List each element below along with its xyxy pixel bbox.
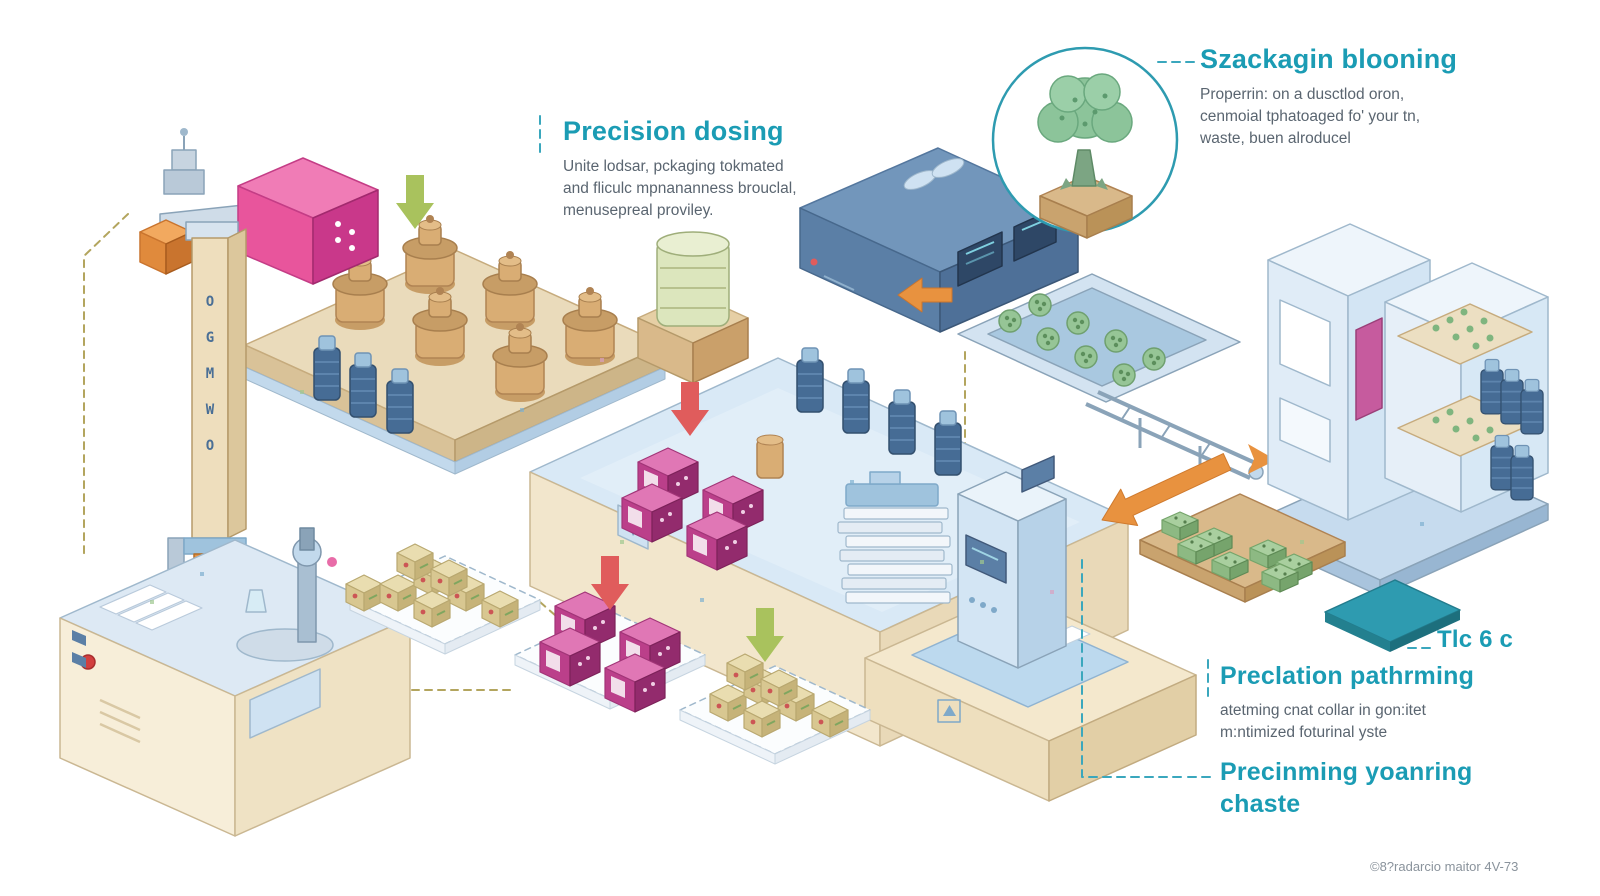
annotation-title-line2: chaste — [1220, 790, 1301, 818]
carton-stack-platform-1 — [345, 543, 541, 655]
carton-stack-platform-2 — [679, 608, 871, 765]
magenta-pack-group-1 — [621, 382, 784, 571]
annotation-precision-dosing: Precision dosing Unite lodsar, pckaging … — [563, 116, 797, 222]
orange-flow-arrow — [1101, 453, 1232, 526]
column-letter: O — [206, 438, 214, 454]
conveyor-rail — [1085, 390, 1276, 480]
column-letter: W — [206, 402, 215, 418]
annotation-title: Szackagin blooning — [1200, 44, 1458, 74]
monitor — [1021, 455, 1055, 493]
footer-credit: ©8?radarcio maitor 4V-73 — [1370, 859, 1519, 874]
robot-arm-machine: O G M W O — [139, 128, 379, 629]
annotation-desc: Properrin: on a dusctlod oron, cenmoial … — [1200, 86, 1421, 147]
machine-window — [1279, 397, 1331, 463]
annotation-szackagin-blooning: Szackagin blooning Properrin: on a dusct… — [1200, 44, 1457, 150]
annotation-tlc: Tlc 6 c — [1437, 626, 1514, 653]
dosing-jar — [482, 250, 538, 331]
tree-badge — [991, 46, 1179, 239]
blue-bottle — [934, 410, 962, 476]
annotation-precinming: Precinming yoanring chaste — [1220, 756, 1472, 820]
robot-column — [191, 237, 229, 539]
dashed-teal-connectors — [539, 61, 1435, 778]
blue-bottle — [842, 368, 870, 434]
machine-window — [1279, 299, 1331, 387]
annotation-title: Preclation pathrming — [1220, 662, 1475, 690]
orange-arrowhead — [1248, 444, 1276, 474]
microscope-stand — [297, 557, 317, 643]
teal-panel — [1324, 579, 1461, 652]
jar-filling-platform — [244, 175, 666, 475]
tree-trunk — [1071, 149, 1097, 187]
magenta-pack-group-2 — [514, 556, 706, 713]
surface-specks — [150, 358, 1424, 604]
column-letter: O — [206, 294, 214, 310]
column-letter: G — [206, 330, 214, 346]
tan-cylinder — [756, 439, 784, 479]
orange-arrow-left — [897, 277, 953, 313]
labeling-machine — [799, 147, 1079, 333]
flask — [245, 589, 267, 613]
analysis-machine — [59, 527, 411, 837]
annotation-desc: atetming cnat collar in gon:itet m:ntimi… — [1220, 702, 1426, 741]
annotation-preclation-pathrming: Preclation pathrming atetming cnat colla… — [1220, 662, 1474, 744]
green-dotted-tray — [1397, 303, 1533, 365]
broccoli-conveyor — [957, 273, 1241, 403]
orange-cube — [139, 219, 193, 275]
annotation-title: Precision dosing — [563, 116, 784, 146]
blue-bottle — [888, 389, 916, 455]
annotation-desc: Unite lodsar, pckaging tokmated and flic… — [563, 158, 797, 219]
water-canister-station — [637, 231, 749, 384]
machine-panel — [249, 668, 321, 739]
blue-bottle — [796, 347, 824, 413]
dosing-jar — [562, 286, 618, 367]
dosing-jar — [402, 214, 458, 295]
tree-foliage — [1037, 73, 1133, 143]
cabinet-screen — [965, 534, 1007, 584]
pink-dosing-head — [237, 157, 379, 285]
magenta-panel — [1355, 317, 1383, 421]
control-cabinet — [957, 455, 1067, 669]
pallet-green-bundles — [1139, 493, 1346, 603]
plate-stack-machine — [837, 471, 953, 604]
column-letter: M — [206, 366, 214, 382]
annotation-title-line1: Precinming yoanring — [1220, 758, 1473, 786]
